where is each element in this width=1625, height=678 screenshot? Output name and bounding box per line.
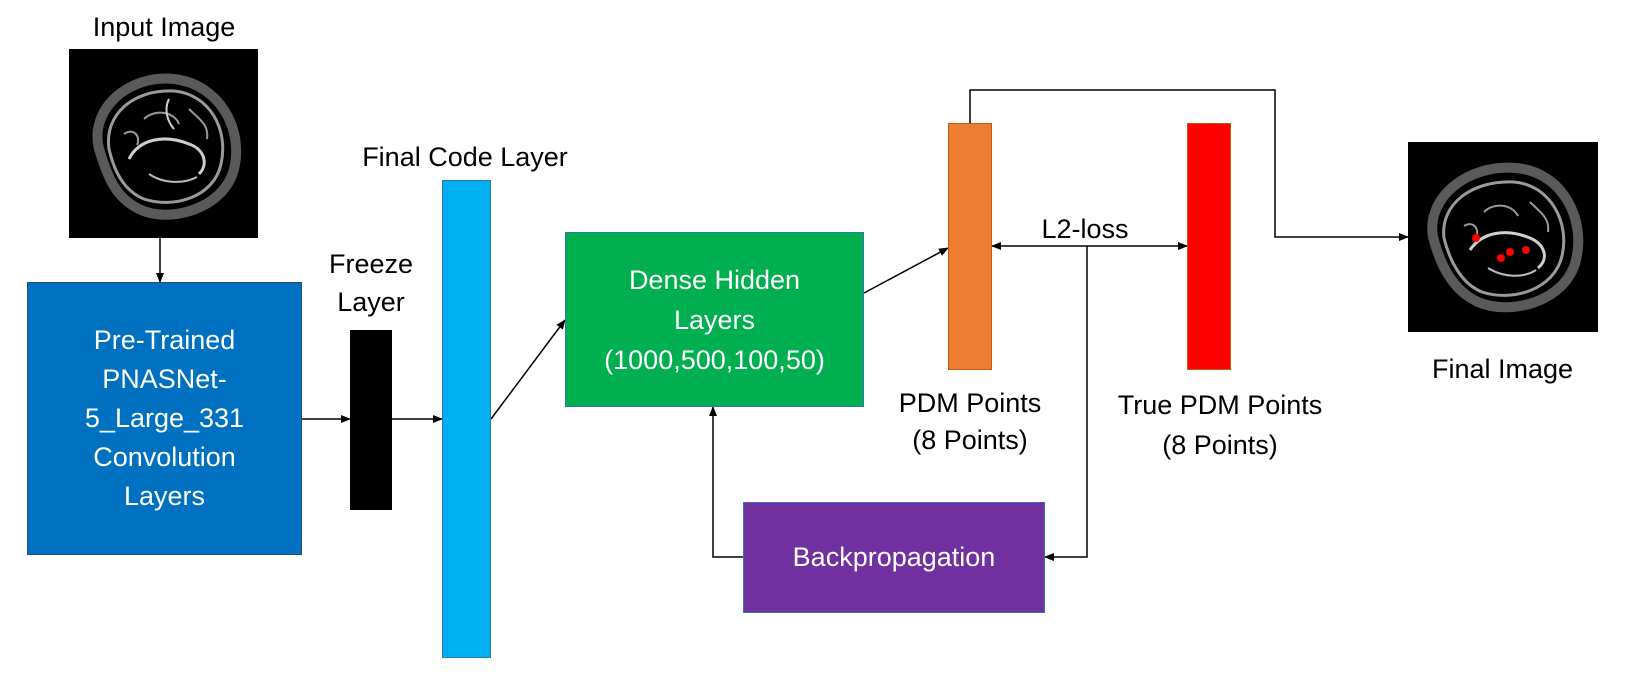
final-code-layer-bar (442, 180, 491, 658)
pdm-points-bar (948, 123, 992, 370)
arrow-pdm-to-final-image (969, 89, 1409, 241)
arrow-final-code-to-dense (490, 319, 566, 420)
true-pdm-label-line: (8 Points) (1162, 430, 1278, 460)
pretrained-label-line: PNASNet- (102, 364, 227, 394)
input-image-label: Input Image (92, 12, 236, 42)
dense-hidden-layers-block: Dense Hidden Layers (1000,500,100,50) (565, 232, 864, 407)
true-pdm-label-line: True PDM Points (1117, 390, 1323, 420)
input-brain-image (69, 49, 258, 238)
pretrained-label-line: 5_Large_331 (84, 403, 245, 433)
final-brain-image (1408, 142, 1598, 332)
dense-label-line: Dense Hidden (628, 264, 801, 295)
pdm-points-label: PDM Points (8 Points) (860, 385, 1080, 459)
l2-loss-label: L2-loss (1041, 214, 1129, 244)
freeze-label-line: Layer (337, 287, 405, 317)
freeze-layer-bar (350, 330, 392, 510)
pdm-label-line: PDM Points (898, 388, 1042, 418)
true-pdm-points-bar (1187, 123, 1231, 370)
arrow-dense-to-pdm (863, 247, 949, 294)
true-pdm-points-label: True PDM Points (8 Points) (1090, 385, 1350, 465)
arrow-loss-to-backprop (1044, 246, 1088, 561)
pdm-point-markers (1472, 234, 1530, 262)
arrow-backprop-to-dense (709, 406, 743, 558)
final-image-label: Final Image (1431, 354, 1574, 384)
pretrained-pnasnet-block: Pre-Trained PNASNet- 5_Large_331 Convolu… (27, 282, 302, 555)
pretrained-label-line: Pre-Trained (93, 325, 236, 355)
backpropagation-label: Backpropagation (792, 542, 996, 572)
dense-label-line: (1000,500,100,50) (604, 344, 825, 375)
dense-label-line: Layers (673, 304, 756, 335)
pretrained-label-line: Layers (123, 481, 206, 511)
pretrained-label-line: Convolution (93, 442, 236, 472)
freeze-label-line: Freeze (328, 249, 414, 279)
freeze-layer-label: Freeze Layer (311, 245, 431, 321)
backpropagation-block: Backpropagation (743, 502, 1045, 613)
pdm-label-line: (8 Points) (912, 425, 1028, 455)
final-code-layer-label: Final Code Layer (362, 142, 568, 172)
